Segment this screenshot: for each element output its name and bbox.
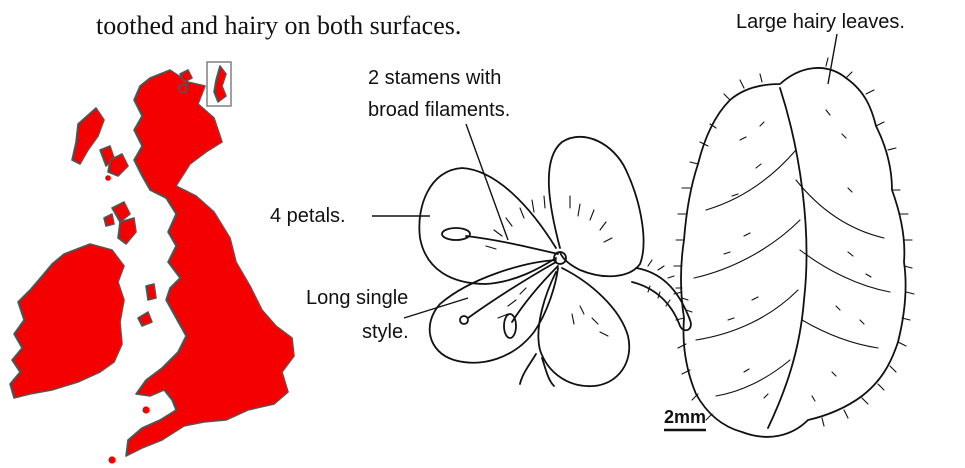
leaf-outline: [681, 68, 906, 437]
stamen-filament: [466, 236, 558, 254]
flower-drawing: [419, 137, 692, 386]
leader-large-leaves: [828, 34, 837, 84]
map-island-small: [104, 214, 114, 226]
leaf-midrib: [768, 88, 807, 428]
label-stamens-line2: broad filaments.: [368, 99, 510, 121]
label-petals: 4 petals.: [270, 205, 346, 227]
map-shetland: [214, 66, 226, 102]
leaf-margin-hairs: [674, 58, 914, 426]
map-great-britain: [126, 70, 294, 456]
record-dot: [105, 175, 111, 181]
label-style-line1: Long single: [306, 287, 408, 309]
map-anglesey: [138, 312, 152, 326]
record-dot: [142, 406, 149, 413]
map-island-mull: [112, 202, 130, 222]
leaf-drawing: [674, 58, 914, 437]
map-orkney-b: [178, 84, 186, 92]
scale-bar-label: 2mm: [664, 407, 706, 427]
distribution-map: [10, 62, 294, 464]
stigma: [460, 316, 468, 324]
record-dot: [108, 456, 115, 463]
petal-lower-right: [538, 268, 629, 386]
leader-stamens: [466, 124, 508, 240]
map-island-lewis: [72, 108, 104, 164]
leaf-vein: [694, 150, 800, 396]
labels: Large hairy leaves. 2 stamens with broad…: [270, 11, 905, 430]
petal-upper-right: [549, 137, 644, 276]
stamen-anther-lower: [504, 314, 516, 338]
leader-style: [404, 298, 468, 318]
sepal-bottom: [520, 354, 554, 386]
label-large-leaves: Large hairy leaves.: [736, 11, 905, 33]
caption-fragment: toothed and hairy on both surfaces.: [96, 11, 461, 40]
label-style-line2: style.: [362, 321, 409, 343]
label-stamens-line1: 2 stamens with: [368, 67, 501, 89]
leaf-vein: [796, 180, 890, 348]
map-ireland: [10, 244, 124, 398]
map-isle-of-man: [146, 284, 156, 300]
stamen-anther: [442, 228, 470, 240]
map-island-islay: [118, 218, 136, 244]
